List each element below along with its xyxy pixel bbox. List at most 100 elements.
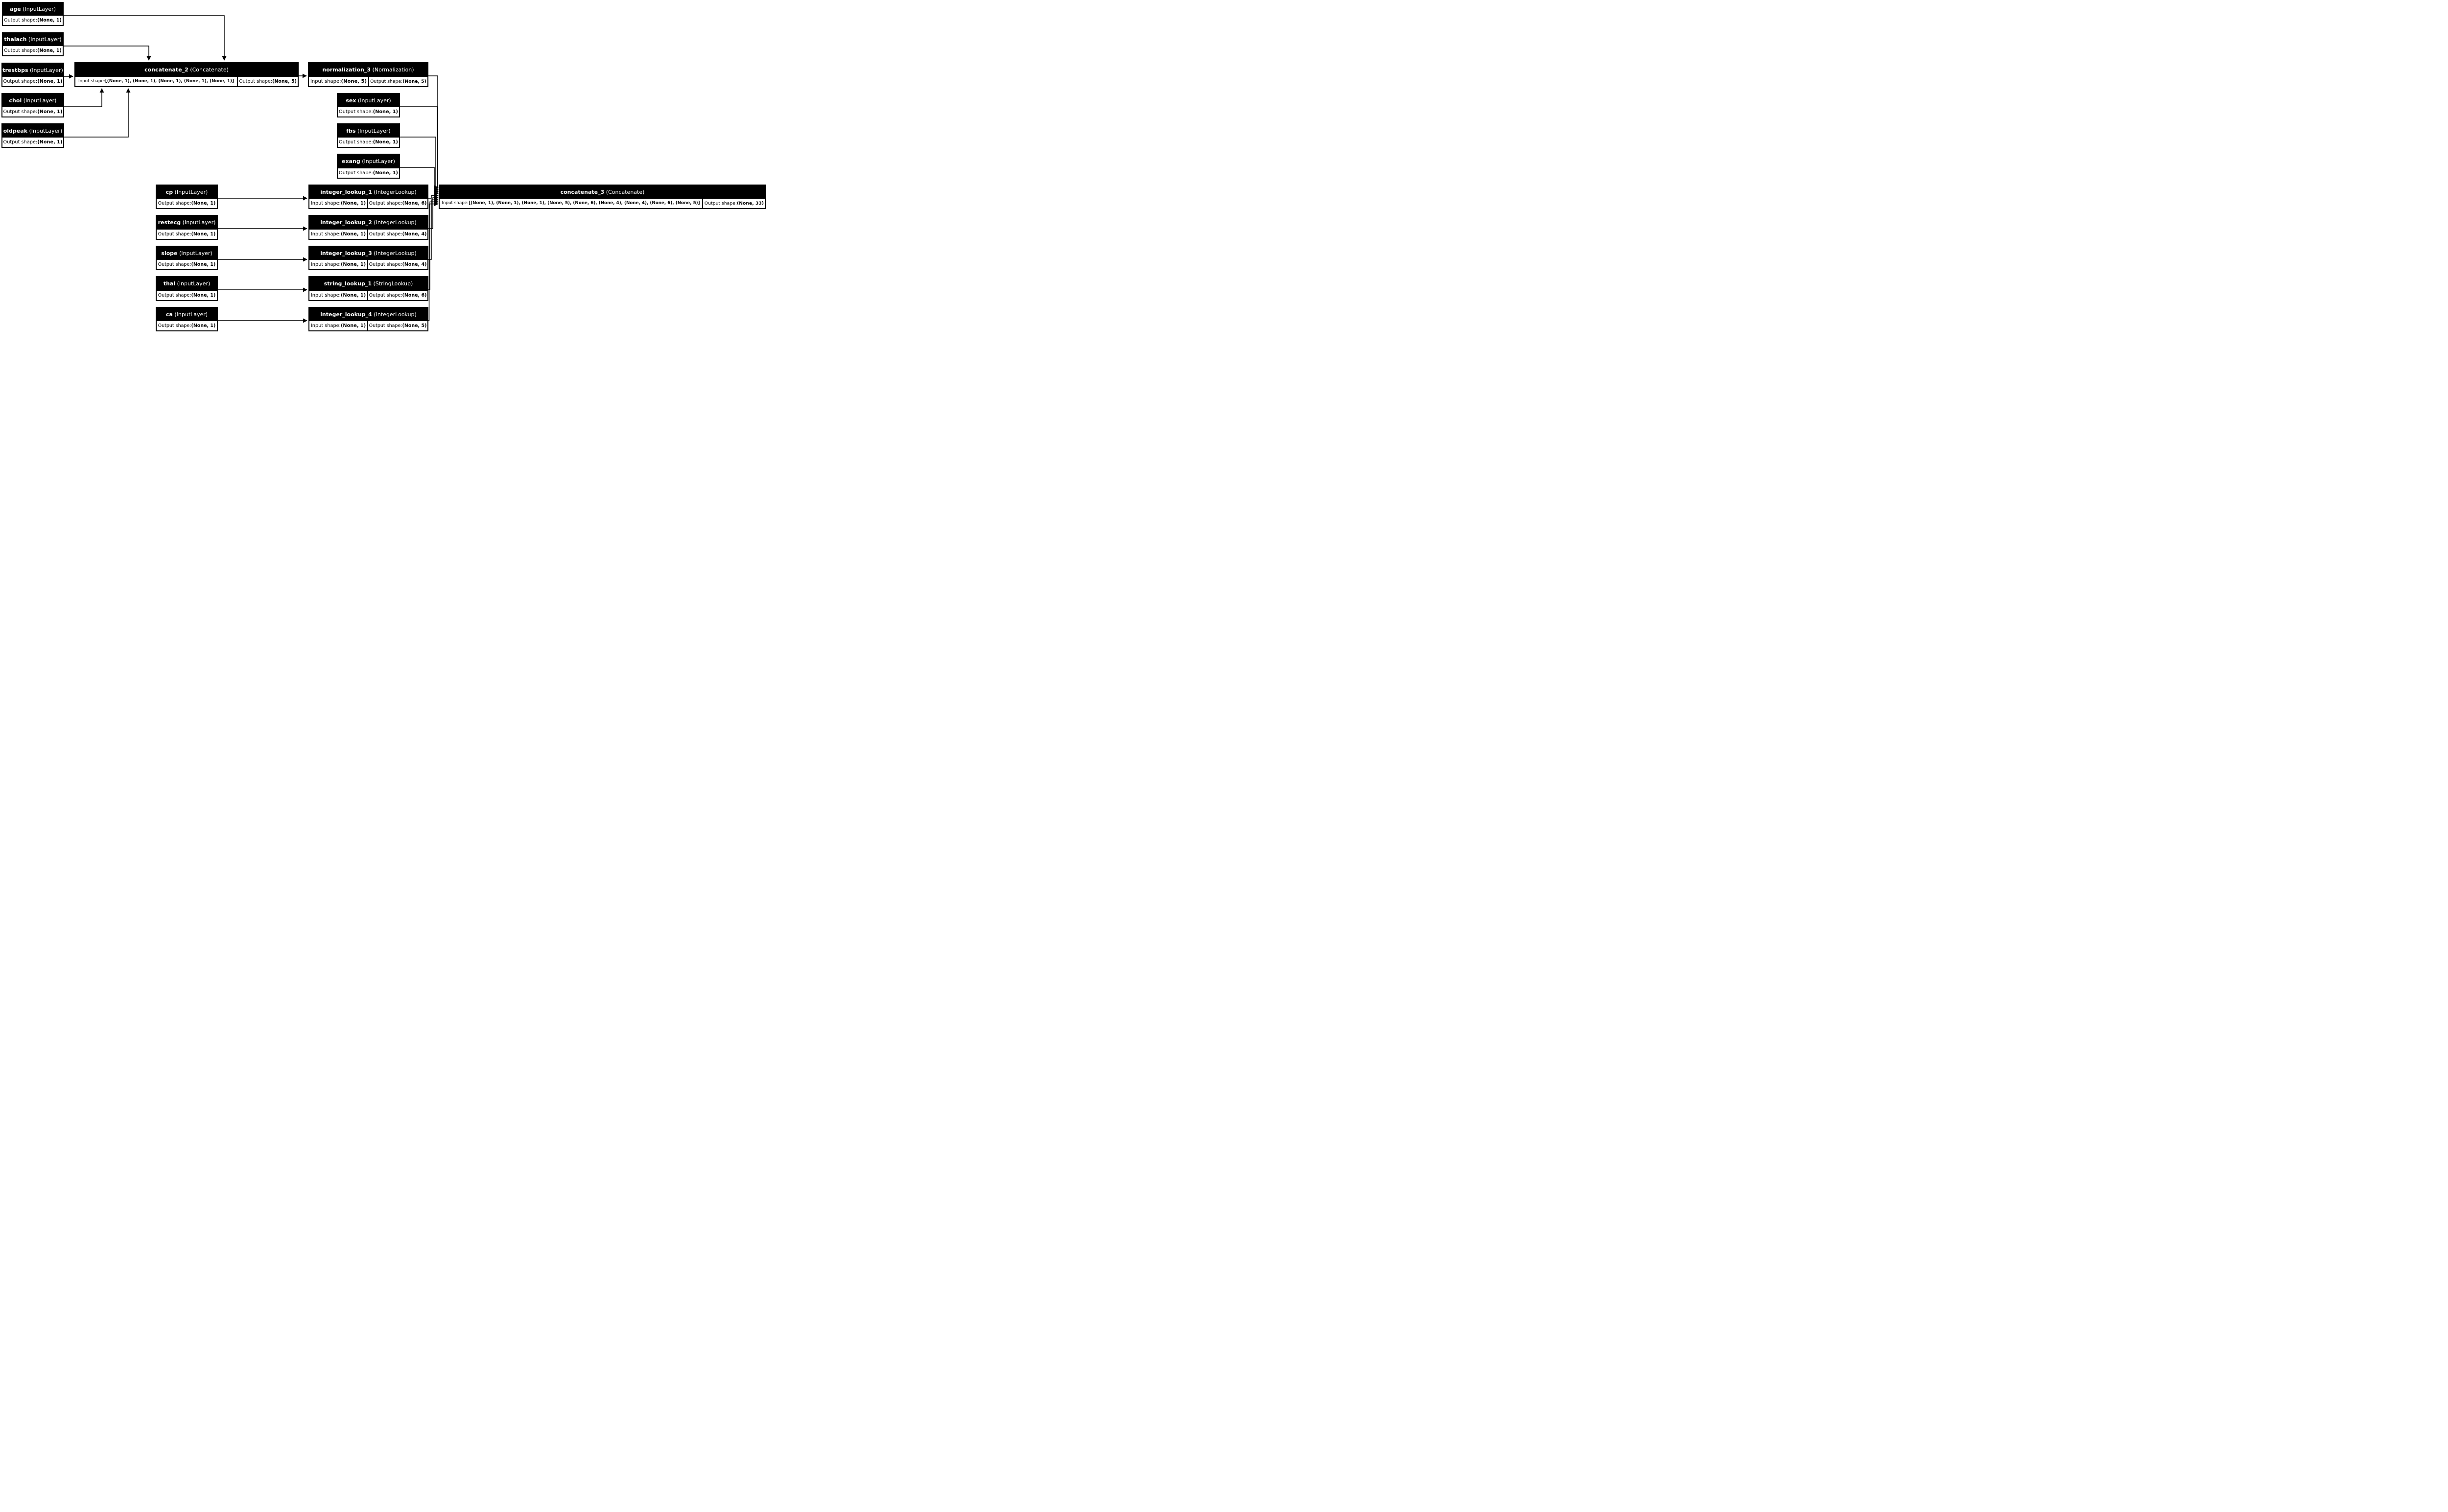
layer-node-concatenate_2: concatenate_2 (Concatenate) Input shape: … [74, 62, 299, 87]
model-architecture-diagram: age (InputLayer)Output shape: (None, 1)t… [0, 0, 768, 333]
layer-node-oldpeak: oldpeak (InputLayer) Output shape: (None,… [1, 123, 64, 148]
layer-shapes-age: Output shape: (None, 1) [3, 16, 63, 25]
layer-title-slope: slope (InputLayer) [161, 250, 212, 256]
layer-title-integer_lookup_1: integer_lookup_1 (IntegerLookup) [320, 188, 417, 195]
output-shape-cell: Output shape: (None, 1) [2, 107, 63, 116]
output-shape-cell: Output shape: (None, 1) [338, 138, 399, 147]
layer-shapes-thal: Output shape: (None, 1) [157, 291, 217, 300]
layer-title-thal: thal (InputLayer) [163, 280, 211, 287]
layer-title-chol: chol (InputLayer) [9, 97, 57, 104]
layer-shapes-integer_lookup_3: Input shape: (None, 1)Output shape: (Non… [309, 260, 427, 269]
layer-shapes-concatenate_2: Input shape: [(None, 1), (None, 1), (Non… [75, 77, 298, 86]
edge-sex-to-concatenate_3 [400, 106, 439, 190]
layer-title-sex: sex (InputLayer) [346, 97, 391, 104]
output-shape-cell: Output shape: (None, 1) [3, 16, 63, 25]
layer-shapes-integer_lookup_2: Input shape: (None, 1)Output shape: (Non… [309, 230, 427, 239]
layer-node-integer_lookup_1: integer_lookup_1 (IntegerLookup) Input sh… [308, 185, 428, 209]
output-shape-cell: Output shape: (None, 1) [157, 260, 217, 269]
layer-node-normalization_3: normalization_3 (Normalization) Input sha… [308, 62, 428, 87]
output-shape-cell: Output shape: (None, 4) [368, 260, 427, 269]
layer-node-slope: slope (InputLayer) Output shape: (None, 1… [156, 246, 218, 270]
layer-shapes-ca: Output shape: (None, 1) [157, 321, 217, 330]
layer-node-trestbps: trestbps (InputLayer) Output shape: (None… [1, 63, 64, 87]
input-shape-cell: Input shape: (None, 1) [309, 260, 368, 269]
output-shape-cell: Output shape: (None, 1) [3, 46, 63, 55]
layer-node-exang: exang (InputLayer) Output shape: (None, 1… [337, 154, 400, 179]
layer-title-thalach: thalach (InputLayer) [4, 36, 62, 43]
edge-oldpeak-to-concatenate_2 [64, 88, 131, 138]
edge-age-to-concatenate_2 [64, 15, 227, 61]
output-shape-cell: Output shape: (None, 5) [369, 77, 427, 86]
output-shape-cell: Output shape: (None, 1) [157, 291, 217, 300]
layer-node-integer_lookup_3: integer_lookup_3 (IntegerLookup) Input sh… [308, 246, 428, 270]
layer-title-fbs: fbs (InputLayer) [346, 127, 391, 134]
layer-title-oldpeak: oldpeak (InputLayer) [3, 127, 63, 134]
layer-shapes-string_lookup_1: Input shape: (None, 1)Output shape: (Non… [309, 291, 427, 300]
layer-title-trestbps: trestbps (InputLayer) [2, 67, 63, 73]
edge-layer [64, 15, 439, 323]
input-shape-cell: Input shape: (None, 1) [309, 230, 368, 239]
input-shape-cell: Input shape: [(None, 1), (None, 1), (Non… [440, 199, 702, 208]
output-shape-cell: Output shape: (None, 1) [338, 168, 399, 178]
edge-normalization_3-to-concatenate_3 [428, 75, 439, 196]
edge-fbs-to-concatenate_3 [400, 137, 439, 192]
layer-title-string_lookup_1: string_lookup_1 (StringLookup) [324, 280, 413, 287]
output-shape-cell: Output shape: (None, 1) [157, 321, 217, 330]
layer-shapes-thalach: Output shape: (None, 1) [3, 46, 63, 55]
output-shape-cell: Output shape: (None, 1) [157, 199, 217, 208]
output-shape-cell: Output shape: (None, 1) [157, 230, 217, 239]
layer-title-concatenate_3: concatenate_3 (Concatenate) [560, 188, 645, 195]
layer-node-fbs: fbs (InputLayer) Output shape: (None, 1) [337, 123, 400, 148]
layer-node-ca: ca (InputLayer) Output shape: (None, 1) [156, 307, 218, 331]
layer-shapes-concatenate_3: Input shape: [(None, 1), (None, 1), (Non… [440, 199, 765, 208]
input-shape-cell: Input shape: (None, 5) [309, 77, 368, 86]
layer-shapes-oldpeak: Output shape: (None, 1) [2, 138, 63, 147]
output-shape-cell: Output shape: (None, 1) [2, 138, 63, 147]
layer-title-integer_lookup_4: integer_lookup_4 (IntegerLookup) [320, 311, 417, 318]
edge-thalach-to-concatenate_2 [64, 46, 151, 61]
layer-shapes-cp: Output shape: (None, 1) [157, 199, 217, 208]
layer-shapes-exang: Output shape: (None, 1) [338, 168, 399, 178]
layer-shapes-sex: Output shape: (None, 1) [338, 107, 399, 116]
input-shape-cell: Input shape: [(None, 1), (None, 1), (Non… [75, 77, 237, 86]
input-shape-cell: Input shape: (None, 1) [309, 291, 368, 300]
output-shape-cell: Output shape: (None, 6) [368, 291, 427, 300]
layer-node-sex: sex (InputLayer) Output shape: (None, 1) [337, 93, 400, 117]
layer-title-restecg: restecg (InputLayer) [158, 219, 216, 226]
layer-node-string_lookup_1: string_lookup_1 (StringLookup) Input shap… [308, 276, 428, 301]
layer-title-normalization_3: normalization_3 (Normalization) [322, 67, 414, 73]
output-shape-cell: Output shape: (None, 1) [2, 77, 63, 86]
layer-shapes-normalization_3: Input shape: (None, 5)Output shape: (Non… [309, 77, 427, 86]
edge-exang-to-concatenate_3 [400, 167, 439, 194]
layer-shapes-integer_lookup_4: Input shape: (None, 1)Output shape: (Non… [309, 321, 427, 330]
output-shape-cell: Output shape: (None, 5) [238, 77, 298, 86]
layer-shapes-integer_lookup_1: Input shape: (None, 1)Output shape: (Non… [309, 199, 427, 208]
edge-chol-to-concatenate_2 [64, 88, 104, 107]
input-shape-cell: Input shape: (None, 1) [309, 321, 368, 330]
layer-node-thalach: thalach (InputLayer) Output shape: (None,… [2, 32, 64, 56]
layer-title-cp: cp (InputLayer) [165, 188, 208, 195]
output-shape-cell: Output shape: (None, 6) [368, 199, 427, 208]
layer-title-concatenate_2: concatenate_2 (Concatenate) [144, 67, 229, 73]
layer-node-integer_lookup_4: integer_lookup_4 (IntegerLookup) Input sh… [308, 307, 428, 331]
layer-shapes-fbs: Output shape: (None, 1) [338, 138, 399, 147]
layer-node-concatenate_3: concatenate_3 (Concatenate) Input shape: … [439, 185, 766, 209]
layer-title-integer_lookup_3: integer_lookup_3 (IntegerLookup) [320, 250, 417, 256]
layer-title-age: age (InputLayer) [10, 6, 56, 12]
layer-shapes-slope: Output shape: (None, 1) [157, 260, 217, 269]
output-shape-cell: Output shape: (None, 33) [703, 199, 765, 208]
layer-title-ca: ca (InputLayer) [165, 311, 208, 318]
edges-group [64, 15, 439, 323]
output-shape-cell: Output shape: (None, 5) [368, 321, 427, 330]
output-shape-cell: Output shape: (None, 4) [368, 230, 427, 239]
layer-title-exang: exang (InputLayer) [342, 158, 395, 164]
layer-node-restecg: restecg (InputLayer) Output shape: (None,… [156, 215, 218, 240]
layer-node-age: age (InputLayer) Output shape: (None, 1) [2, 2, 64, 26]
output-shape-cell: Output shape: (None, 1) [338, 107, 399, 116]
layer-node-integer_lookup_2: integer_lookup_2 (IntegerLookup) Input sh… [308, 215, 428, 240]
layer-node-cp: cp (InputLayer) Output shape: (None, 1) [156, 185, 218, 209]
layer-node-chol: chol (InputLayer) Output shape: (None, 1) [1, 93, 64, 117]
layer-title-integer_lookup_2: integer_lookup_2 (IntegerLookup) [320, 219, 417, 226]
edge-string_lookup_1-to-concatenate_3 [428, 199, 439, 290]
layer-node-thal: thal (InputLayer) Output shape: (None, 1) [156, 276, 218, 301]
